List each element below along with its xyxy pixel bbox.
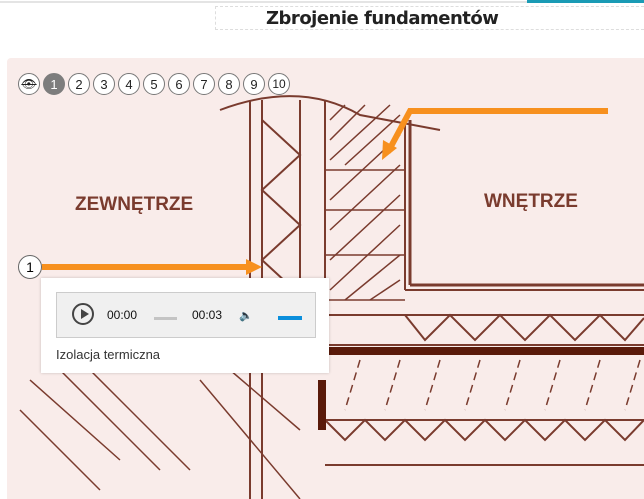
audio-player: 00:00 00:03 🔈 <box>56 292 316 338</box>
foundation-diagram: ZEWNĘTRZE WNĘTRZE <box>19 95 644 499</box>
marker-button-4[interactable]: 4 <box>118 73 140 95</box>
toggle-markers-button[interactable]: 👁 <box>18 73 40 95</box>
active-tab-indicator <box>527 0 644 3</box>
marker-button-2[interactable]: 2 <box>68 73 90 95</box>
marker-button-3[interactable]: 3 <box>93 73 115 95</box>
hotspot-popup: 00:00 00:03 🔈 Izolacja termiczna <box>41 278 329 373</box>
duration: 00:03 <box>192 308 223 322</box>
marker-button-6[interactable]: 6 <box>168 73 190 95</box>
marker-button-5[interactable]: 5 <box>143 73 165 95</box>
marker-button-9[interactable]: 9 <box>243 73 265 95</box>
page-title: Zbrojenie fundamentów <box>266 8 499 29</box>
play-button[interactable] <box>72 303 94 325</box>
current-time: 00:00 <box>107 308 138 322</box>
hotspot-marker-1[interactable]: 1 <box>18 255 42 279</box>
label-outside: ZEWNĘTRZE <box>75 194 193 215</box>
progress-slider[interactable] <box>154 317 177 320</box>
marker-button-10[interactable]: 10 <box>268 73 290 95</box>
marker-button-7[interactable]: 7 <box>193 73 215 95</box>
volume-slider[interactable] <box>278 316 302 320</box>
top-border <box>0 1 644 3</box>
popup-caption: Izolacja termiczna <box>56 347 161 362</box>
title-box: Zbrojenie fundamentów <box>215 6 644 30</box>
marker-toolbar: 👁 1 2 3 4 5 6 7 8 9 10 <box>18 73 290 95</box>
eye-slash-icon: 👁 <box>21 77 37 91</box>
marker-button-8[interactable]: 8 <box>218 73 240 95</box>
volume-icon[interactable]: 🔈 <box>239 310 253 322</box>
label-inside: WNĘTRZE <box>484 191 578 212</box>
marker-button-1[interactable]: 1 <box>43 73 65 95</box>
